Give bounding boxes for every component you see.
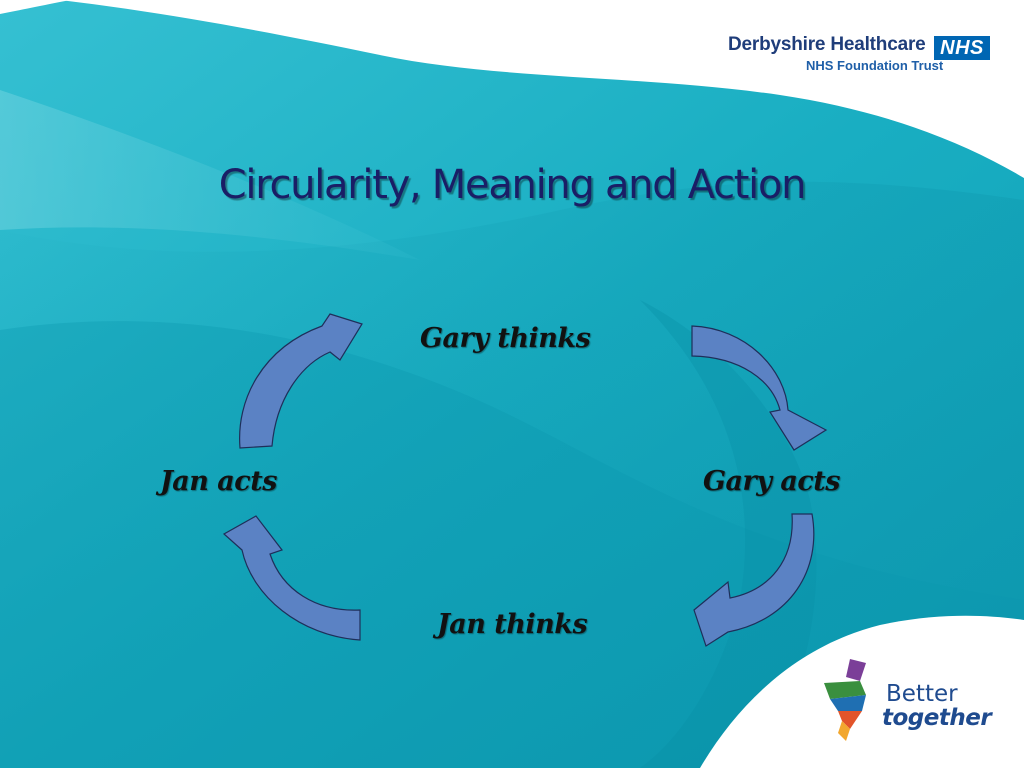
ribbon-logo-icon bbox=[824, 659, 866, 741]
node-jan-thinks: Jan thinks bbox=[437, 609, 588, 640]
arrow-gary-thinks-to-gary-acts bbox=[691, 325, 828, 451]
organisation-name: Derbyshire Healthcare bbox=[728, 34, 926, 55]
slide-title: Circularity, Meaning and Action bbox=[218, 162, 807, 208]
better-together-logo: Better together bbox=[820, 655, 1000, 745]
arrow-gary-acts-to-jan-thinks bbox=[693, 513, 815, 647]
node-jan-acts: Jan acts bbox=[160, 466, 277, 497]
organisation-subname: NHS Foundation Trust bbox=[806, 58, 944, 73]
brand-line-2: together bbox=[882, 705, 992, 731]
node-gary-thinks: Gary thinks bbox=[420, 323, 591, 354]
arrow-jan-acts-to-gary-thinks bbox=[239, 313, 363, 449]
organisation-logo: Derbyshire Healthcare NHS NHS Foundation… bbox=[728, 34, 994, 76]
nhs-badge: NHS bbox=[934, 36, 990, 60]
arrow-jan-thinks-to-jan-acts bbox=[222, 515, 361, 641]
brand-line-1: Better bbox=[886, 681, 958, 707]
node-gary-acts: Gary acts bbox=[703, 466, 840, 497]
